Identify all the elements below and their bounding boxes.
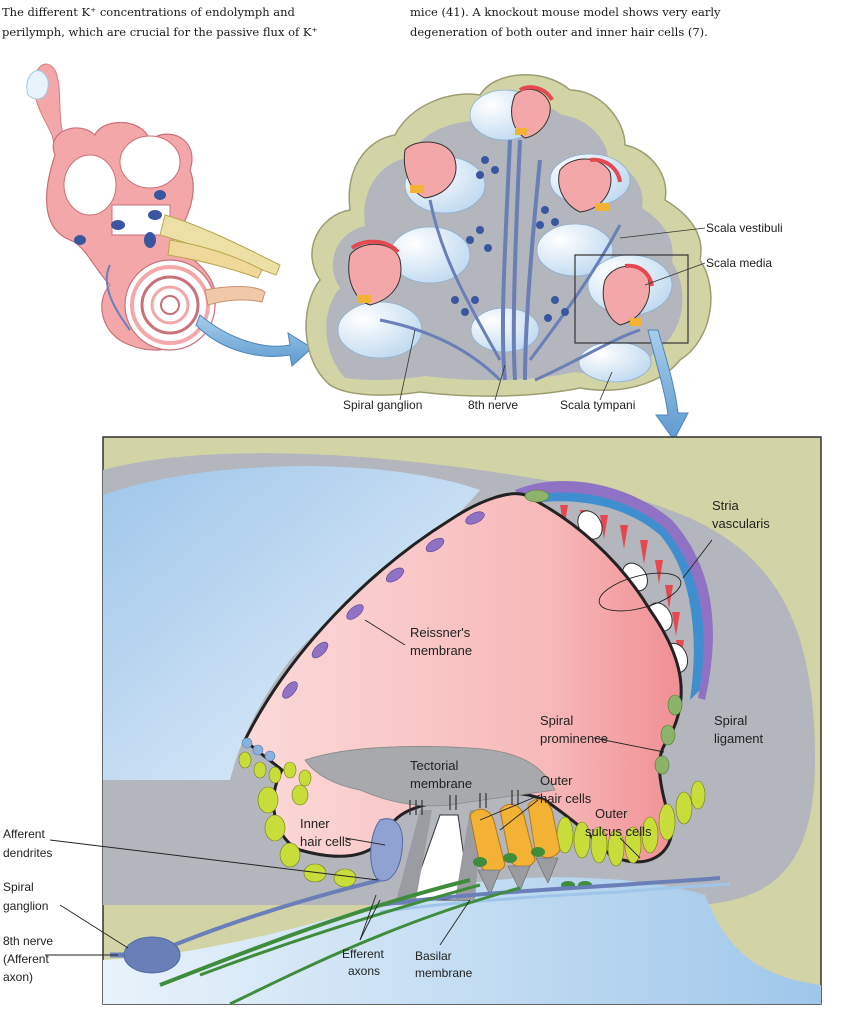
body-text-left: The different K⁺ concentrations of endol… [2,2,386,42]
body-text-line: perilymph, which are crucial for the pas… [2,25,318,39]
label-inner-hair-cells: Inner hair cells [300,816,352,849]
label-spiral-prominence: Spiral prominence [540,713,608,746]
body-text-right: mice (41). A knockout mouse model shows … [410,2,782,42]
organ-of-corti-panel: Stria vascularis Reissner's membrane Spi… [45,436,822,1006]
body-text-line: mice (41). A knockout mouse model shows … [410,5,721,19]
body-text-line: The different K⁺ concentrations of endol… [2,5,295,19]
left-margin-labels: Afferent dendrites Spiral ganglion 8th n… [3,827,56,984]
label-reissners-membrane: Reissner's membrane [410,625,474,658]
label-8th-nerve-small: 8th nerve [468,398,518,412]
body-text-line: degeneration of both outer and inner hai… [410,25,708,39]
label-basilar-membrane: Basilar membrane [415,949,473,980]
label-stria-vascularis: Stria vascularis [712,498,770,531]
label-efferent-axons: Efferent axons [342,947,387,978]
label-spiral-ganglion: Spiral ganglion [3,880,48,913]
label-spiral-ganglion-small: Spiral ganglion [343,398,422,412]
label-afferent-dendrites: Afferent dendrites [3,827,52,860]
label-spiral-ligament: Spiral ligament [714,713,764,746]
label-8th-nerve: 8th nerve (Afferent axon) [3,934,56,984]
label-scala-tympani: Scala tympani [560,398,635,412]
label-tectorial-membrane: Tectorial membrane [410,758,472,791]
label-scala-media: Scala media [706,256,772,270]
label-outer-sulcus-cells: Outer sulcus cells [585,806,652,839]
inner-ear-illustration [26,63,313,367]
cochlea-cross-section: Scala vestibuli Scala media Spiral gangl… [305,74,783,441]
label-scala-vestibuli: Scala vestibuli [706,221,783,235]
label-outer-hair-cells: Outer hair cells [540,773,592,806]
